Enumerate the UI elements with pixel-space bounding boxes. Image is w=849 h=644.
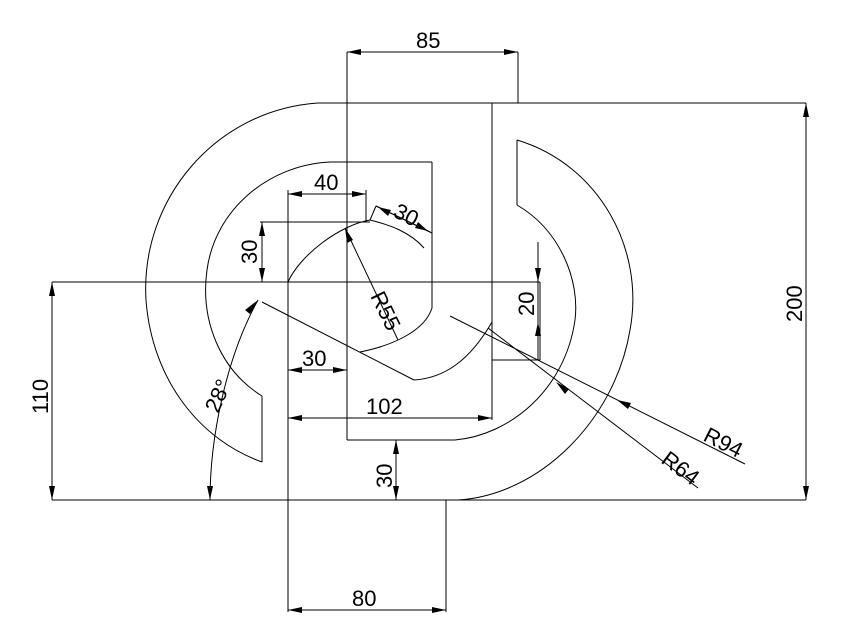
dim-r64: R64 [657, 446, 704, 490]
dim-110: 110 [28, 379, 53, 414]
outer-right-arc [457, 139, 634, 501]
inner-right-arc [454, 204, 577, 441]
dim-30-left: 30 [237, 240, 262, 264]
dim-85: 85 [416, 28, 440, 53]
dim-angle: 28° [200, 375, 236, 416]
slot-lower-arc [369, 219, 425, 249]
diagonal-edge [261, 301, 415, 381]
dim-200: 200 [782, 285, 807, 322]
inner-left-arc [205, 161, 331, 397]
dim-r94: R94 [700, 422, 747, 463]
extension-lines [260, 52, 541, 612]
part-geometry [52, 52, 806, 612]
dim-r55: R55 [366, 287, 406, 334]
inner-hook-arc [359, 307, 433, 353]
dimensions: 85 40 30 30 R55 20 200 110 [28, 28, 809, 613]
dim-80: 80 [352, 586, 376, 611]
dim-20: 20 [514, 292, 539, 316]
dim-102: 102 [366, 394, 403, 419]
dim-40: 40 [314, 170, 338, 195]
r55-arc [287, 219, 371, 283]
dim-30-bottom: 30 [372, 464, 397, 488]
dim-30-small: 30 [302, 346, 326, 371]
outer-left-arc [145, 102, 319, 463]
slot-top [369, 205, 377, 221]
